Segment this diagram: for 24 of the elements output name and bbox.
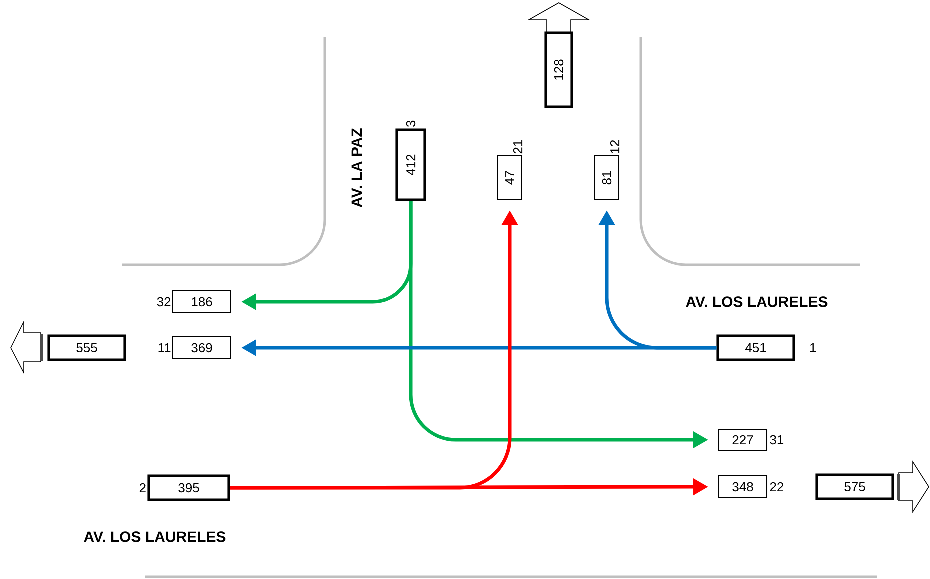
- count-box: 227: [718, 429, 768, 451]
- count-box: 128: [544, 32, 574, 108]
- street-name: AV. LOS LAURELES: [686, 296, 828, 308]
- street-name: AV. LOS LAURELES: [84, 532, 226, 542]
- movement-number: 3: [406, 120, 416, 127]
- count-box: 81: [594, 156, 620, 200]
- count-box: 186: [172, 290, 232, 314]
- count-box: 369: [172, 336, 232, 360]
- movement-number: 12: [610, 140, 620, 154]
- movement-number: 1: [810, 344, 816, 352]
- count-box: 47: [498, 156, 522, 200]
- count-box: 451: [716, 334, 796, 362]
- count-box: 348: [718, 476, 768, 498]
- movement-number: 21: [513, 140, 523, 154]
- count-box: 555: [48, 334, 126, 362]
- movement-number: 11: [158, 344, 171, 352]
- movement-number: 32: [157, 297, 171, 307]
- count-box: 575: [816, 474, 894, 500]
- movement-number: 2: [140, 483, 146, 493]
- count-box: 395: [148, 474, 230, 502]
- movement-number: 31: [770, 435, 784, 445]
- movement-number: 22: [770, 482, 784, 492]
- count-box: 412: [396, 128, 426, 202]
- street-name: AV. LA PAZ: [352, 128, 362, 208]
